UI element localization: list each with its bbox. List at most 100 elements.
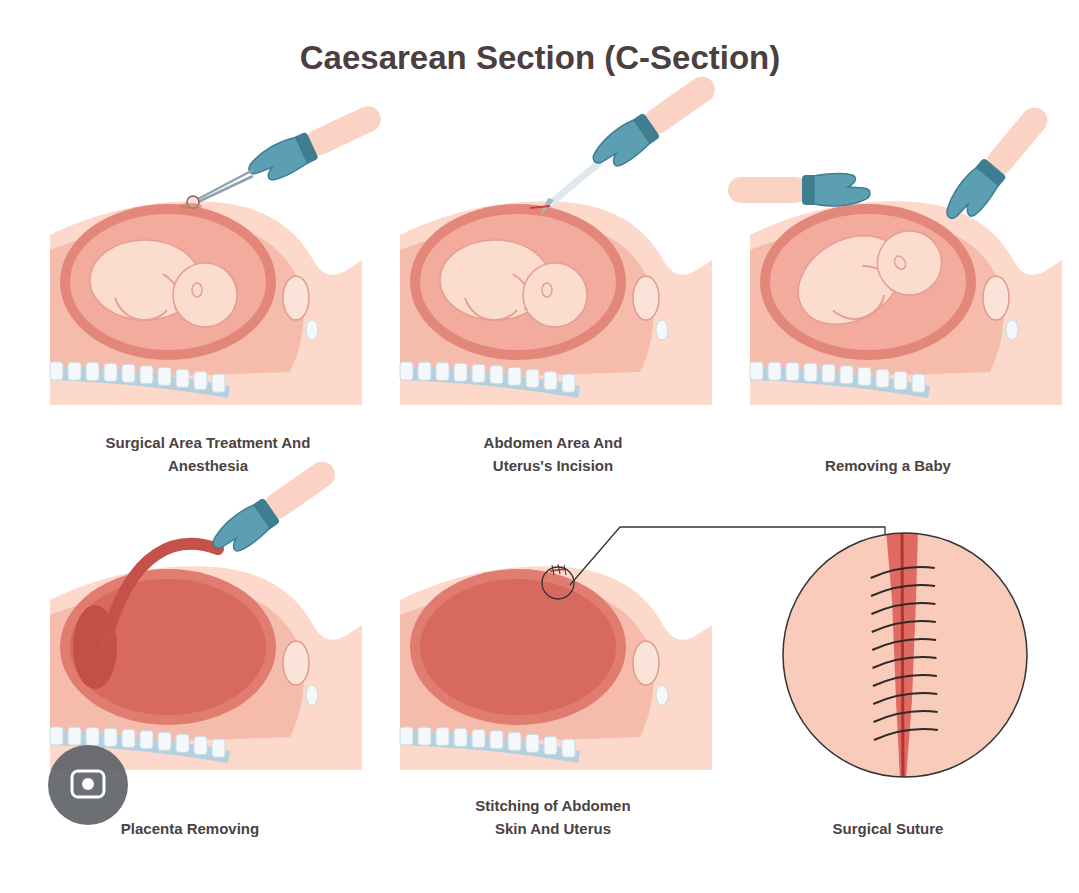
vertebra xyxy=(436,363,449,381)
suture-stitch xyxy=(873,657,937,668)
vertebra xyxy=(858,367,871,385)
vertebra xyxy=(194,372,207,390)
bladder xyxy=(633,641,659,685)
step-caption: Surgical Suture xyxy=(778,817,998,840)
vertebra xyxy=(472,364,485,382)
fetus-head xyxy=(173,263,237,327)
abdomen-illustration xyxy=(50,99,387,405)
pubic-bone xyxy=(1006,320,1018,340)
uterus-wall xyxy=(760,204,976,360)
vertebra xyxy=(68,362,81,380)
vertebra xyxy=(140,731,153,749)
bladder xyxy=(283,641,309,685)
vertebra xyxy=(490,731,503,749)
uterus-wall xyxy=(410,569,626,725)
vertebra xyxy=(418,727,431,745)
vertebra xyxy=(158,732,171,750)
vertebra xyxy=(194,737,207,755)
vertebra xyxy=(176,734,189,752)
vertebra xyxy=(526,369,539,387)
fetus-leg xyxy=(833,285,889,330)
abdomen-illustration xyxy=(728,100,1062,405)
glove xyxy=(814,173,870,206)
gloved-hand xyxy=(244,99,386,189)
fetus xyxy=(782,199,953,348)
step-caption: Surgical Area Treatment And Anesthesia xyxy=(103,431,313,477)
vertebra xyxy=(418,362,431,380)
vertebra xyxy=(122,729,135,747)
vertebra xyxy=(876,369,889,387)
vertebra xyxy=(786,363,799,381)
vertebra xyxy=(400,727,413,745)
suture-stitch xyxy=(873,675,937,686)
vertebra xyxy=(508,367,521,385)
gloved-hand xyxy=(939,100,1055,230)
vertebra xyxy=(122,364,135,382)
uterus-cavity xyxy=(420,214,616,350)
fetus-head xyxy=(523,263,587,327)
suture-stitch xyxy=(874,729,938,740)
forceps xyxy=(198,176,253,202)
glove xyxy=(207,503,272,562)
vertebra xyxy=(436,728,449,746)
body-silhouette xyxy=(50,566,362,770)
vertebra xyxy=(140,366,153,384)
abdomen-illustration xyxy=(400,564,712,770)
step-caption: Placenta Removing xyxy=(80,817,300,840)
fetus-leg xyxy=(115,298,167,320)
uterus-cavity xyxy=(770,214,966,350)
vertebra xyxy=(176,369,189,387)
umbilical-cord xyxy=(105,544,218,645)
fetus xyxy=(90,240,237,327)
vertebra xyxy=(840,366,853,384)
fetus-ear xyxy=(192,283,202,297)
fetus-ear xyxy=(892,254,908,271)
skin-closeup xyxy=(780,530,1030,780)
lens-icon-dot xyxy=(82,778,94,790)
fetus-ear xyxy=(542,283,552,297)
uterus-wall xyxy=(60,569,276,725)
vertebra xyxy=(508,732,521,750)
uterus-cavity xyxy=(70,214,266,350)
vertebra xyxy=(544,737,557,755)
vertebra xyxy=(104,363,117,381)
vertebra xyxy=(454,728,467,746)
pubic-bone xyxy=(306,320,318,340)
title: Caesarean Section (C-Section) xyxy=(90,38,990,78)
fetus-head xyxy=(866,219,953,306)
fetus xyxy=(440,240,587,327)
step-caption: Stitching of Abdomen Skin And Uterus xyxy=(468,794,638,840)
vertebra xyxy=(68,727,81,745)
gloved-hand xyxy=(587,69,722,177)
vertebra xyxy=(912,374,925,392)
suture-stitch xyxy=(872,621,936,632)
vertebra xyxy=(104,728,117,746)
vertebra xyxy=(472,729,485,747)
stitches xyxy=(552,564,566,575)
body-silhouette xyxy=(50,201,362,405)
bladder xyxy=(633,276,659,320)
pubic-bone xyxy=(656,320,668,340)
scalpel-handle xyxy=(552,164,598,202)
vertebra xyxy=(212,739,225,757)
suture-closeup xyxy=(780,530,1030,780)
vertebra xyxy=(526,734,539,752)
vertebra xyxy=(454,363,467,381)
vertebra xyxy=(400,362,413,380)
suture-stitch xyxy=(871,567,935,578)
vertebra xyxy=(894,372,907,390)
vertebra xyxy=(212,374,225,392)
step-caption: Removing a Baby xyxy=(778,454,998,477)
gloved-hand xyxy=(728,173,870,206)
vertebra xyxy=(86,363,99,381)
pubic-bone xyxy=(306,685,318,705)
bladder xyxy=(283,276,309,320)
antiseptic-mark xyxy=(178,203,202,209)
vertebra xyxy=(86,728,99,746)
glove xyxy=(939,166,1000,230)
vertebra xyxy=(768,362,781,380)
glove xyxy=(587,118,652,177)
vertebra xyxy=(750,362,763,380)
suture-stitch xyxy=(871,603,935,614)
suture-stitch xyxy=(873,693,937,704)
